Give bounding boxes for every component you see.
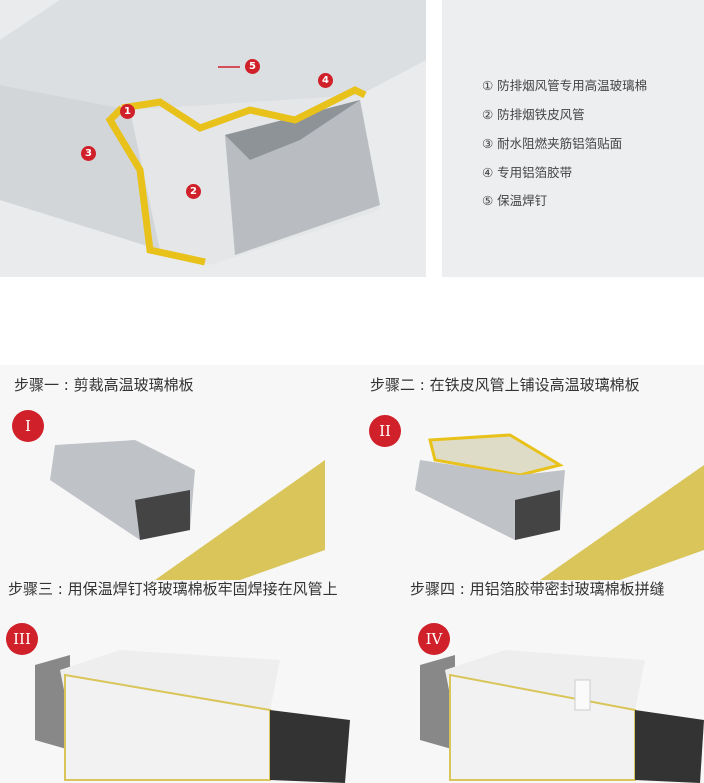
step-4-illustration bbox=[420, 650, 704, 783]
marker-2: 2 bbox=[186, 184, 201, 199]
marker-4: 4 bbox=[318, 73, 333, 88]
step-4-badge: IV bbox=[418, 623, 450, 655]
legend-item-duct: ② 防排烟铁皮风管 bbox=[482, 107, 585, 122]
marker-3: 3 bbox=[81, 146, 96, 161]
step-1-title: 步骤一 : 剪裁高温玻璃棉板 bbox=[14, 376, 194, 394]
step-2-badge: II bbox=[369, 415, 401, 447]
step-3-illustration bbox=[35, 650, 350, 783]
duct-illustration bbox=[0, 0, 426, 266]
installation-steps: 步骤一 : 剪裁高温玻璃棉板 步骤二 : 在铁皮风管上铺设高温玻璃棉板 I II… bbox=[0, 365, 704, 783]
step-1-illustration bbox=[50, 440, 325, 580]
step-1-badge: I bbox=[12, 410, 44, 442]
legend-item-foil-tape: ④ 专用铝箔胶带 bbox=[482, 165, 573, 180]
legend-panel: ① 防排烟风管专用高温玻璃棉 ② 防排烟铁皮风管 ③ 耐水阻燃夹筋铝箔贴面 ④ … bbox=[442, 0, 704, 277]
legend-item-insulation: ① 防排烟风管专用高温玻璃棉 bbox=[482, 78, 648, 93]
step-4-title: 步骤四 : 用铝箔胶带密封玻璃棉板拼缝 bbox=[410, 580, 665, 598]
marker-5: 5 bbox=[245, 59, 260, 74]
legend-item-foil-facing: ③ 耐水阻燃夹筋铝箔贴面 bbox=[482, 136, 623, 151]
legend-item-weld-pin: ⑤ 保温焊钉 bbox=[482, 193, 548, 208]
step-3-title: 步骤三 : 用保温焊钉将玻璃棉板牢固焊接在风管上 bbox=[8, 580, 338, 598]
step-2-illustration bbox=[415, 433, 704, 580]
marker-1: 1 bbox=[120, 104, 135, 119]
duct-cutaway-diagram: 1 2 3 4 5 bbox=[0, 0, 426, 277]
step-3-badge: III bbox=[6, 623, 38, 655]
step-2-title: 步骤二 : 在铁皮风管上铺设高温玻璃棉板 bbox=[370, 376, 640, 394]
